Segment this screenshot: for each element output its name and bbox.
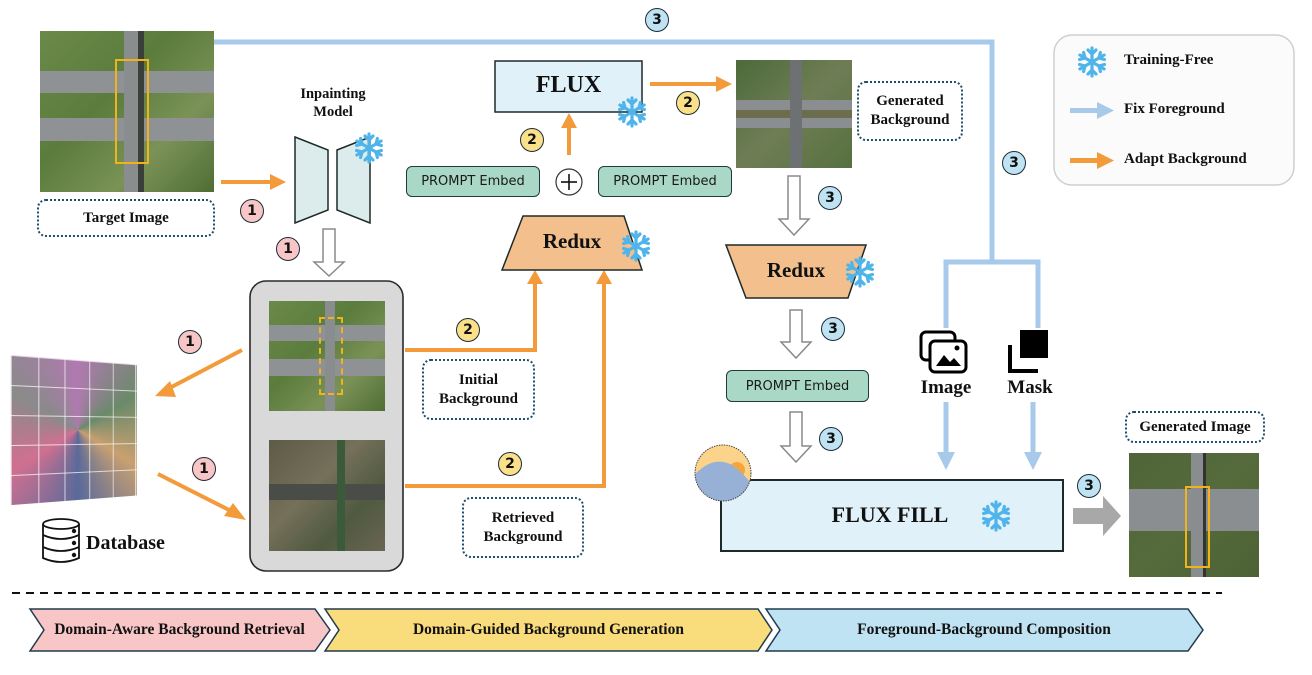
mask-label: Mask [1007,377,1053,398]
prompt-embed-left: PROMPT Embed [406,166,540,197]
database-label: Database [86,532,165,554]
bg-to-database-arrow [161,348,243,394]
legend-training-free: Training-Free [1124,52,1214,68]
generated-to-redux-arrow [777,175,811,237]
database-to-retrieved-arrow [157,472,234,514]
redux-gen-shape [500,215,644,271]
database-icon [42,518,80,563]
stage-2-label: Domain-Guided Background Generation [412,621,684,638]
legend-adapt-background: Adapt Background [1124,151,1247,167]
prompt-to-fluxfill-arrow [779,411,813,464]
step-3-badge-redux-in: 3 [818,186,842,210]
step-2-badge-flux: 2 [676,91,700,115]
retrieved-background-thumbnail [269,440,385,551]
composition-prompt-embed: PROMPT Embed [726,370,869,402]
legend-fix-foreground: Fix Foreground [1124,101,1225,117]
mask-to-fluxfill-arrowhead [1024,452,1042,470]
target-image-label: Target Image [37,199,215,237]
inpainting-down-arrow [312,228,346,278]
generated-image-thumbnail [1129,453,1259,577]
mask-icon [1002,328,1052,380]
database-collage [10,354,137,506]
image-icon [918,328,974,380]
flux-fill-box [720,479,1064,552]
generated-background-thumbnail [736,60,852,168]
stage-3-label: Foreground-Background Composition [857,621,1111,638]
flux-fill-label: FLUX FILL [831,502,949,527]
generated-background-label: Generated Background [857,81,963,141]
target-image-thumbnail [40,31,214,192]
stage-1-chevron [28,608,331,652]
step-3-badge-top: 3 [645,8,669,32]
step-3-badge-right: 3 [1002,151,1026,175]
initial-background-label: Initial Background [422,359,535,420]
step-1-badge-target: 1 [240,199,264,223]
stage-3-chevron [764,608,1204,652]
inpainting-model-icon [294,135,371,225]
step-3-badge-prompt: 3 [821,317,845,341]
fix-foreground-path [214,39,1041,455]
generated-image-label: Generated Image [1125,411,1265,443]
stage-2-chevron [323,608,773,652]
output-arrow [1073,496,1121,536]
retrieved-to-redux-arrow [405,282,606,488]
legend-orange-arrow-icon [1070,152,1114,169]
initial-to-redux-arrow [405,282,537,352]
redux-comp-label: Redux [766,258,826,282]
legend-box [1053,34,1295,186]
step-1-badge-db-out: 1 [178,330,202,354]
redux-to-prompt-arrow [779,309,813,360]
initial-background-thumbnail [269,301,385,411]
step-2-badge-initial: 2 [456,318,480,342]
legend-blue-arrow-icon [1070,102,1114,119]
step-3-badge-fluxfill: 3 [819,427,843,451]
step-2-badge-concat: 2 [520,128,544,152]
step-1-badge-db-in: 1 [192,457,216,481]
prompt-embed-right: PROMPT Embed [598,166,732,197]
retrieved-background-label: Retrieved Background [462,497,584,558]
inpainting-model-title: Inpainting Model [300,86,366,120]
image-to-fluxfill-arrowhead [937,452,955,470]
redux-gen-label: Redux [542,229,602,253]
step-1-badge-inpaint: 1 [276,237,300,261]
flux-label: FLUX [535,72,602,98]
step-3-badge-output: 3 [1077,474,1101,498]
redux-comp-shape [724,244,868,299]
stage-1-label: Domain-Aware Background Retrieval [54,621,305,638]
image-label: Image [920,377,972,398]
step-2-badge-retrieved: 2 [498,452,522,476]
flux-box [494,60,643,113]
